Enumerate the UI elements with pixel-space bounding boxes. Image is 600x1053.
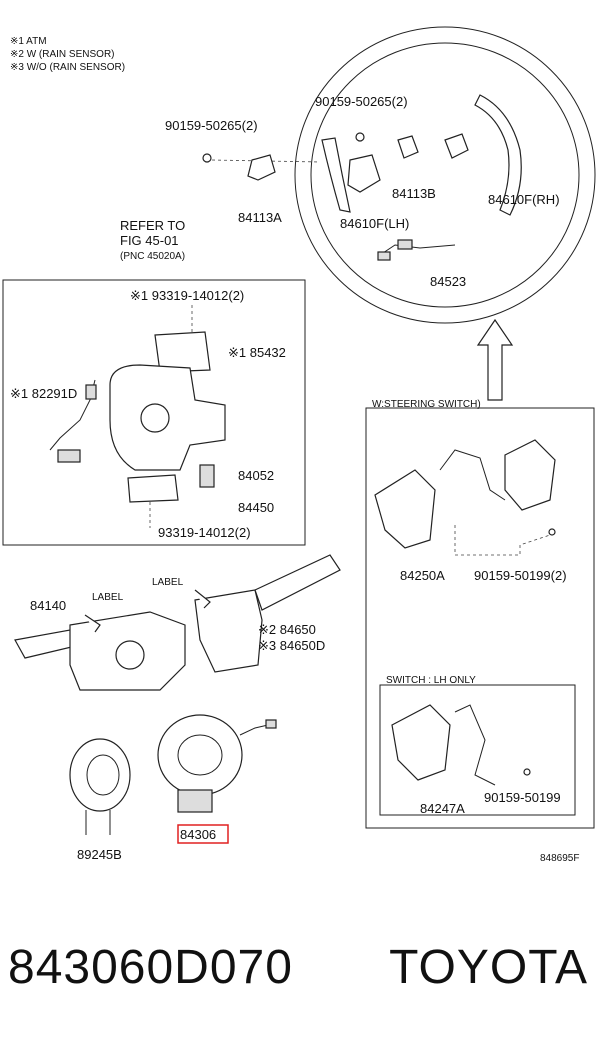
label-84247a: 84247A [420,801,465,816]
connector-82291d-icon [85,384,97,400]
arrow-up-icon [476,318,514,401]
label-90159-50265-b: 90159-50265(2) [315,94,408,109]
brand-name: TOYOTA [389,941,588,994]
note-atm: ※1 ATM [10,36,47,47]
steering-wheel [294,26,596,324]
label-84113b: 84113B [392,186,436,201]
cover-89245b-icon [69,738,131,812]
switch-84250a-rh-icon [504,439,556,511]
label-84250a: 84250A [400,568,445,583]
refer-line-1: REFER TO [120,218,185,233]
label-84650d: ※3 84650D [258,638,325,653]
combination-switch-box [2,279,306,546]
part-84052-icon [199,464,215,488]
label-93319-bot: 93319-14012(2) [158,525,251,540]
label-93319-top: ※1 93319-14012(2) [130,288,244,303]
bolt-icon [202,153,212,163]
sensor-85432-icon [154,331,211,373]
bolt2-icon [355,132,365,142]
connector-icon [377,251,391,261]
label-84306: 84306 [180,827,216,842]
screw-icon [548,528,556,536]
spiral-plug-icon [265,719,277,729]
label-90159-50199-2: 90159-50199(2) [474,568,567,583]
label-84140: 84140 [30,598,66,613]
label-text-2: LABEL [152,577,184,588]
label-84450: 84450 [238,500,274,515]
note-rain-sensor: ※2 W (RAIN SENSOR) [10,49,115,60]
bracket-rh-icon [444,133,469,159]
label-84523: 84523 [430,274,466,289]
switch-84250a-lh-icon [374,469,436,549]
bracket-icon [397,135,419,159]
spiral-cable-icon [157,714,243,796]
switch-84113a-icon [247,154,276,181]
arrow-label1-icon [84,614,101,633]
label-84052: 84052 [238,468,274,483]
label-85432: ※1 85432 [228,345,286,360]
switch-body [49,305,226,528]
label-90159-50265-a: 90159-50265(2) [165,118,258,133]
plug-icon [57,449,81,463]
screw2-icon [523,768,531,776]
label-89245b: 89245B [77,847,122,862]
spiral-connector-icon [177,789,213,813]
box1-title: W:STEERING SWITCH) [372,399,481,410]
refer-line-3: (PNC 45020A) [120,251,185,262]
label-text-1: LABEL [92,592,124,603]
label-84113a: 84113A [238,210,282,225]
box2-title: SWITCH : LH ONLY [386,675,476,686]
connector-84450-icon [127,474,179,503]
switch-84113b-icon [347,154,381,193]
connector2-icon [397,239,413,250]
spiral-cable-group [69,714,277,835]
footer: 843060D070 TOYOTA [0,940,600,1010]
ring-84140-icon [115,640,145,670]
steering-switch-box [365,407,595,829]
lh-only-box [379,684,576,816]
note-no-rain-sensor: ※3 W/O (RAIN SENSOR) [10,62,125,73]
lever-switches [14,554,341,691]
part-number: 843060D070 [8,941,293,994]
label-82291d: ※1 82291D [10,386,77,401]
refer-line-2: FIG 45-01 [120,233,179,248]
paddle-rh-icon [474,94,522,216]
label-84610f-lh: 84610F(LH) [340,216,409,231]
lever-84650-icon [254,554,341,611]
switch-84247a-icon [391,704,451,781]
label-84650: ※2 84650 [258,622,316,637]
hub-icon [140,403,170,433]
wire-84523-icon [379,244,456,256]
highlight-84306 [177,824,229,844]
parts-diagram: ※1 ATM ※2 W (RAIN SENSOR) ※3 W/O (RAIN S… [2,26,596,864]
label-84610f-rh: 84610F(RH) [488,192,560,207]
arrow-label2-icon [194,589,211,609]
figure-code: 848695F [540,853,579,864]
label-90159-50199: 90159-50199 [484,790,561,805]
paddle-lh-icon [321,137,351,213]
